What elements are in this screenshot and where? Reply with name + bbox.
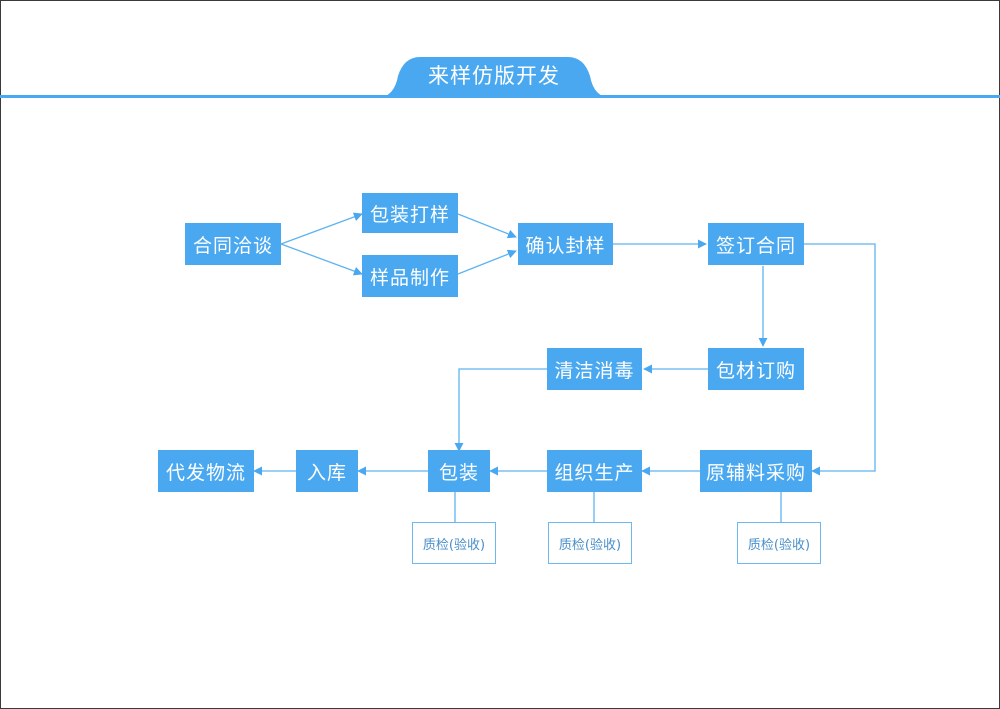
qc-box-raw-material: 质检(验收) xyxy=(737,522,821,564)
node-sign-contract: 签订合同 xyxy=(708,223,804,265)
arrow-n1-n2 xyxy=(280,212,363,245)
node-logistics: 代发物流 xyxy=(158,450,254,492)
node-clean-disinfect: 清洁消毒 xyxy=(547,348,642,390)
arrow-n1-n3 xyxy=(280,243,363,276)
arrow-n2-n4 xyxy=(457,213,517,239)
qc-box-packaging: 质检(验收) xyxy=(412,522,496,564)
title-tab xyxy=(376,57,612,98)
node-packaging-sampling: 包装打样 xyxy=(362,193,458,233)
node-packaging-material-order: 包材订购 xyxy=(708,348,804,390)
node-contract-negotiation: 合同洽谈 xyxy=(185,223,281,265)
node-packaging: 包装 xyxy=(428,450,490,492)
arrow-n3-n4 xyxy=(457,249,517,275)
arrow-n7-n10 xyxy=(454,368,547,452)
node-raw-material-purchase: 原辅料采购 xyxy=(700,450,812,492)
node-sample-making: 样品制作 xyxy=(362,255,458,297)
arrow-n5-n8 xyxy=(804,243,876,476)
node-organize-production: 组织生产 xyxy=(547,450,642,492)
node-warehousing: 入库 xyxy=(296,450,358,492)
page-title: 来样仿版开发 xyxy=(428,64,560,88)
qc-box-production: 质检(验收) xyxy=(548,522,632,564)
node-confirm-seal-sample: 确认封样 xyxy=(518,223,613,265)
